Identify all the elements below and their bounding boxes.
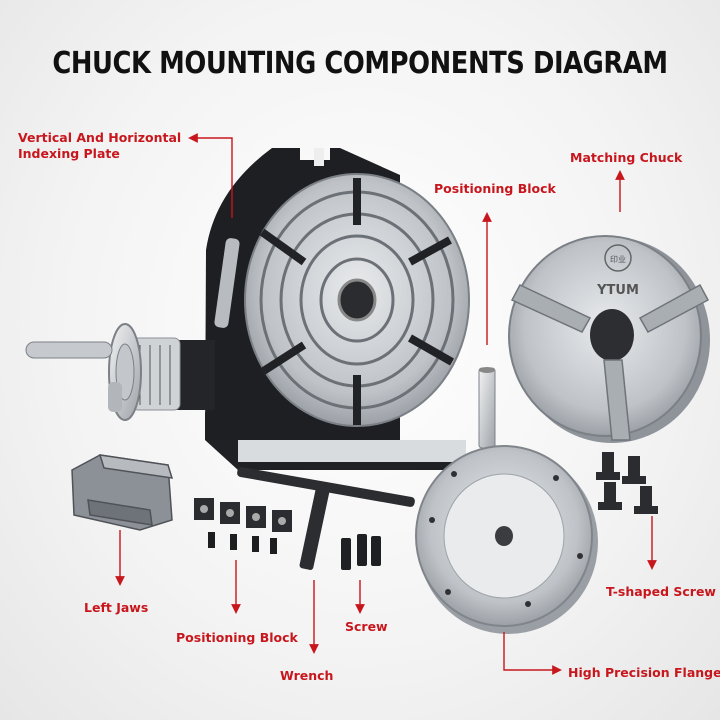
screws <box>341 534 381 570</box>
wrench <box>237 467 415 570</box>
label-matching-chuck: Matching Chuck <box>570 150 683 165</box>
t-shaped-screws <box>596 452 658 514</box>
label-high-precision-flange: High Precision Flange <box>568 665 720 680</box>
matching-chuck <box>508 235 710 443</box>
page-title: CHUCK MOUNTING COMPONENTS DIAGRAM <box>52 46 668 81</box>
label-indexing-plate: Vertical And Horizontal Indexing Plate <box>18 130 181 162</box>
positioning-block-top <box>478 367 496 449</box>
label-positioning-block-top: Positioning Block <box>434 181 556 196</box>
label-indexing-plate-line1: Vertical And Horizontal <box>18 130 182 145</box>
label-positioning-block-bottom: Positioning Block <box>176 630 298 645</box>
label-t-shaped-screw: T-shaped Screw <box>606 584 716 599</box>
high-precision-flange <box>415 445 598 634</box>
indexing-plate <box>25 148 470 470</box>
label-left-jaws: Left Jaws <box>84 600 149 615</box>
label-wrench: Wrench <box>280 668 334 683</box>
label-screw: Screw <box>345 619 388 634</box>
positioning-blocks-bottom <box>194 498 292 554</box>
chuck-logo: 印业 <box>610 254 626 264</box>
left-jaws <box>71 454 174 531</box>
label-indexing-plate-line2: Indexing Plate <box>18 146 120 161</box>
callout-arrows <box>115 133 657 675</box>
chuck-brand: YTUM <box>596 283 639 298</box>
